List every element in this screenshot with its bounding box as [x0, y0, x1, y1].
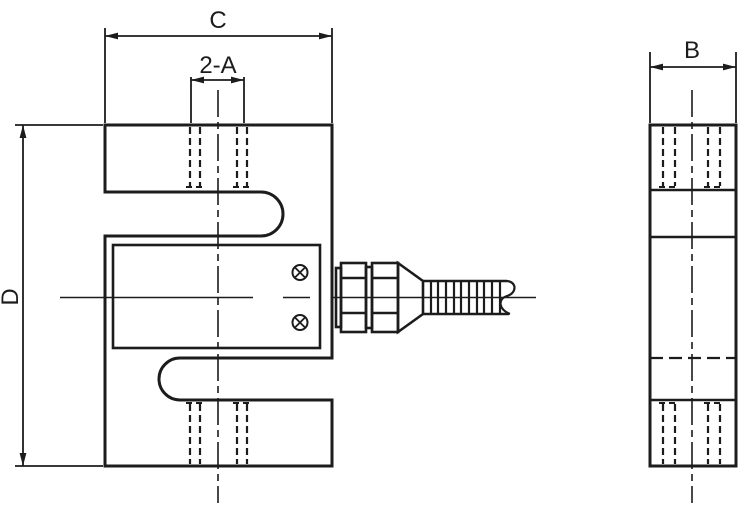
arrowhead-top	[19, 125, 27, 138]
arrowhead-left	[650, 63, 663, 71]
screw-head-circle	[291, 264, 309, 281]
arrowhead-left	[191, 76, 204, 84]
screw-icon	[291, 314, 309, 331]
dimension-c: C	[104, 7, 333, 123]
front-threaded-holes-bottom	[186, 402, 251, 464]
front-view	[60, 90, 536, 503]
arrowhead-right	[231, 76, 244, 84]
screw-slot	[294, 266, 306, 279]
cable-break-symbol	[499, 279, 516, 316]
dimension-b: B	[649, 37, 737, 123]
screw-icon	[291, 264, 309, 281]
cable-gland	[334, 260, 516, 335]
screw-head-circle	[291, 314, 309, 331]
dimension-d: D	[0, 124, 103, 467]
dimension-2a: 2-A	[190, 52, 245, 123]
arrowhead-left	[105, 32, 118, 40]
strain-relief-ribs	[423, 279, 509, 316]
dimension-b-label: B	[684, 37, 700, 64]
front-threaded-holes-top	[186, 127, 251, 188]
side-threaded-holes-bottom	[659, 402, 724, 464]
side-view	[648, 90, 738, 503]
screw-slot	[294, 316, 306, 329]
dimension-c-label: C	[209, 7, 226, 34]
front-centerlines	[60, 90, 536, 503]
name-plate-outline	[111, 243, 322, 350]
front-body-outline	[103, 123, 334, 468]
side-body-outline	[648, 123, 738, 468]
arrowhead-right	[319, 32, 332, 40]
arrowhead-bottom	[19, 453, 27, 466]
name-plate	[111, 243, 322, 350]
side-threaded-holes-top	[659, 127, 724, 188]
arrowhead-right	[723, 63, 736, 71]
dimension-d-label: D	[0, 288, 24, 305]
dimension-2a-label: 2-A	[199, 52, 236, 79]
